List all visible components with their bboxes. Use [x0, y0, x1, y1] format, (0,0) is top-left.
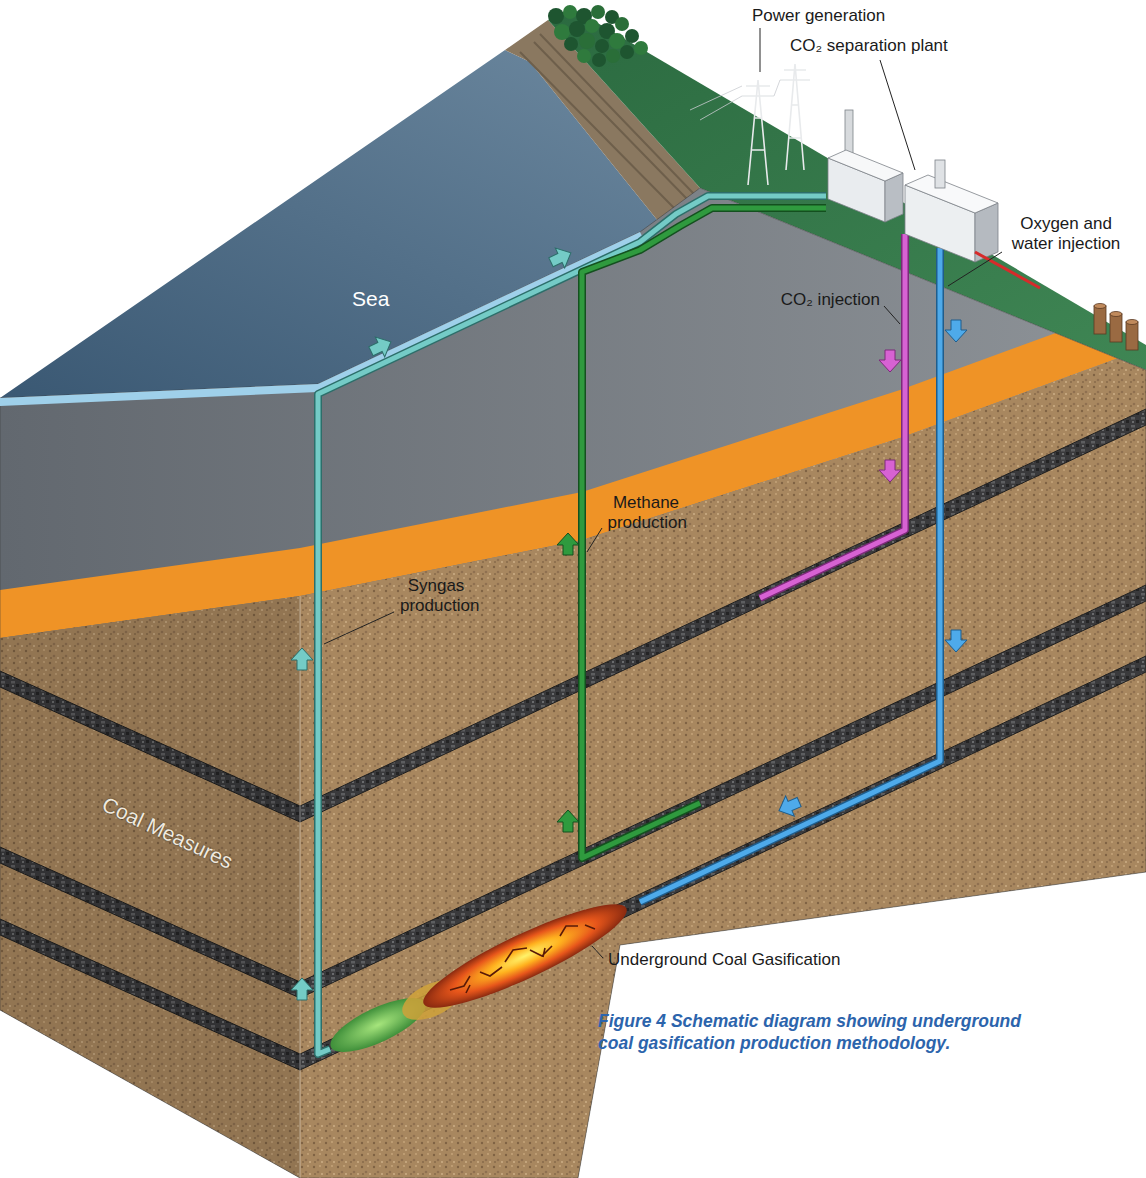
leader-line	[592, 946, 603, 958]
leader-line	[948, 252, 1002, 286]
wellhead	[1126, 320, 1138, 325]
oxygen-pipe	[640, 248, 940, 902]
wellhead	[1126, 322, 1138, 350]
syngas-pipe	[318, 196, 826, 1054]
callout-label: Syngas production	[400, 576, 472, 616]
sandstone-stratum	[0, 348, 1146, 1178]
co2-line	[975, 252, 1040, 288]
power-pylon	[690, 80, 780, 120]
forest	[625, 29, 639, 43]
wellhead	[1094, 304, 1138, 351]
flow-arrow	[546, 243, 575, 272]
co2-pipe	[760, 234, 905, 598]
wellhead	[1110, 312, 1122, 317]
callout-label: Sea	[352, 286, 389, 311]
gasification-zone	[414, 888, 635, 1023]
co2-pipe	[760, 234, 905, 598]
forest	[592, 53, 606, 67]
forest	[585, 19, 599, 33]
flow-arrow	[879, 460, 901, 482]
block-outline	[0, 188, 1146, 1178]
power-pylon	[780, 64, 810, 170]
forest	[564, 37, 578, 51]
flow-arrow	[775, 792, 804, 821]
callout-label: Underground Coal Gasification	[608, 950, 840, 970]
flow-arrow	[557, 810, 579, 832]
water-surface-rim	[0, 232, 644, 406]
wellhead	[1094, 304, 1106, 309]
leader-line	[324, 28, 1002, 958]
separation-plant	[905, 175, 998, 213]
forest	[548, 8, 564, 24]
flow-arrow	[945, 320, 967, 342]
flow-arrow	[291, 648, 313, 670]
oxygen-pipe	[640, 248, 940, 902]
leader-line	[587, 528, 602, 552]
power-station	[828, 150, 903, 181]
syngas-pipe	[318, 196, 826, 1054]
forest	[577, 49, 591, 63]
gasification-zone	[450, 925, 595, 993]
callout-label: Methane production	[608, 493, 685, 533]
forest	[615, 17, 629, 31]
forest	[554, 24, 570, 40]
syngas-pipe	[318, 196, 826, 1054]
forest	[591, 5, 605, 19]
flow-arrow	[291, 243, 967, 1000]
forest	[595, 39, 609, 53]
leader-line	[324, 612, 394, 644]
callout-label: CO₂ injection	[781, 290, 880, 310]
wellhead	[1110, 314, 1122, 342]
forest	[548, 5, 648, 67]
flow-arrow	[291, 978, 313, 1000]
leader-line	[760, 28, 761, 72]
forest	[620, 45, 634, 59]
co2-pipe	[760, 234, 905, 598]
forest	[634, 41, 648, 55]
forest	[563, 5, 577, 19]
leader-line	[884, 306, 900, 324]
flow-arrow	[366, 332, 395, 361]
power-pylon	[690, 64, 810, 185]
gasification-zone	[324, 888, 636, 1062]
flow-arrow	[879, 350, 901, 372]
figure-caption: Figure 4 Schematic diagram showing under…	[598, 1010, 1038, 1054]
wellhead	[1094, 306, 1106, 334]
separation-plant	[905, 160, 998, 262]
power-pylon	[742, 80, 774, 185]
callout-label: Power generation	[752, 6, 885, 26]
callout-label: Oxygen and water injection	[1011, 214, 1122, 254]
power-station	[845, 110, 853, 155]
forest	[606, 49, 620, 63]
callout-label: CO₂ separation plant	[790, 36, 948, 56]
flow-arrow	[557, 533, 579, 555]
side-face-shade	[0, 596, 300, 1178]
flow-arrow	[945, 630, 967, 652]
formation-label: Coal Measures	[99, 791, 238, 873]
block-edge	[299, 596, 301, 1178]
oxygen-pipe	[640, 248, 940, 902]
leader-line	[880, 60, 915, 170]
power-station	[828, 110, 903, 222]
power-station	[885, 173, 903, 222]
separation-plant	[935, 160, 945, 188]
forest	[579, 33, 595, 49]
